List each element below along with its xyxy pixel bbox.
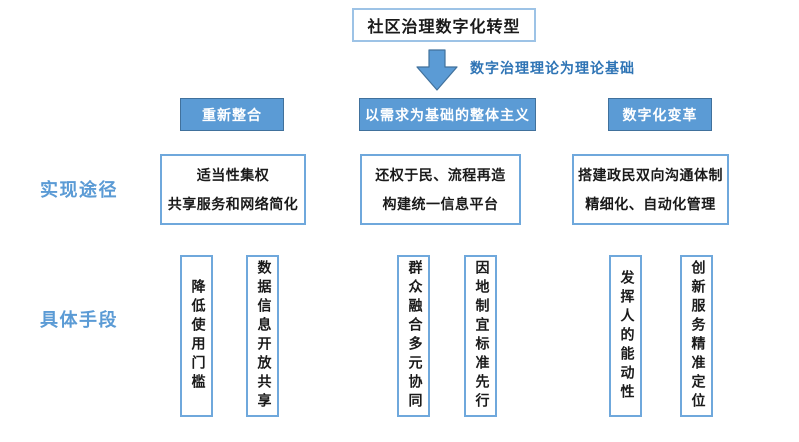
down-arrow-shape	[416, 49, 458, 91]
down-arrow-icon	[416, 49, 458, 91]
column-header-label: 数字化变革	[622, 108, 698, 124]
row-label-specific-methods: 具体手段	[40, 310, 118, 330]
pathway-line: 构建统一信息平台	[382, 198, 499, 213]
column-header-digital-change: 数字化变革	[608, 98, 712, 131]
pathway-line: 搭建政民双向沟通体制	[578, 169, 723, 184]
pathway-box-col1: 适当性集权 共享服务和网络简化	[160, 154, 306, 225]
arrow-annotation: 数字治理理论为理论基础	[470, 62, 635, 77]
method-label: 降低使用门槛	[189, 279, 205, 393]
column-header-reintegration: 重新整合	[180, 98, 284, 131]
method-box-open-data-sharing: 数据信息开放共享	[246, 255, 279, 417]
method-box-mass-integration: 群众融合多元协同	[397, 255, 430, 417]
method-label: 因地制宜标准先行	[473, 260, 489, 412]
method-box-precise-service-positioning: 创新服务精准定位	[680, 255, 713, 417]
method-box-lower-threshold: 降低使用门槛	[180, 255, 213, 417]
pathway-box-col2: 还权于民、流程再造 构建统一信息平台	[360, 154, 521, 225]
method-box-local-standards-first: 因地制宜标准先行	[464, 255, 497, 417]
method-label: 创新服务精准定位	[689, 260, 705, 412]
method-label: 数据信息开放共享	[255, 260, 271, 412]
method-label: 群众融合多元协同	[406, 260, 422, 412]
column-header-needs-based-holism: 以需求为基础的整体主义	[359, 98, 536, 131]
pathway-box-col3: 搭建政民双向沟通体制 精细化、自动化管理	[572, 154, 729, 225]
column-header-label: 重新整合	[202, 108, 262, 124]
pathway-line: 适当性集权	[196, 169, 270, 184]
row-label-implementation-pathways: 实现途径	[40, 180, 118, 200]
pathway-line: 共享服务和网络简化	[167, 198, 299, 213]
pathway-line: 精细化、自动化管理	[585, 198, 716, 213]
root-node-label: 社区治理数字化转型	[367, 19, 521, 36]
root-node-community-governance: 社区治理数字化转型	[352, 8, 536, 42]
pathway-line: 还权于民、流程再造	[375, 169, 506, 184]
column-header-label: 以需求为基础的整体主义	[365, 108, 530, 124]
method-box-human-initiative: 发挥人的能动性	[609, 255, 642, 417]
method-label: 发挥人的能动性	[618, 269, 634, 403]
